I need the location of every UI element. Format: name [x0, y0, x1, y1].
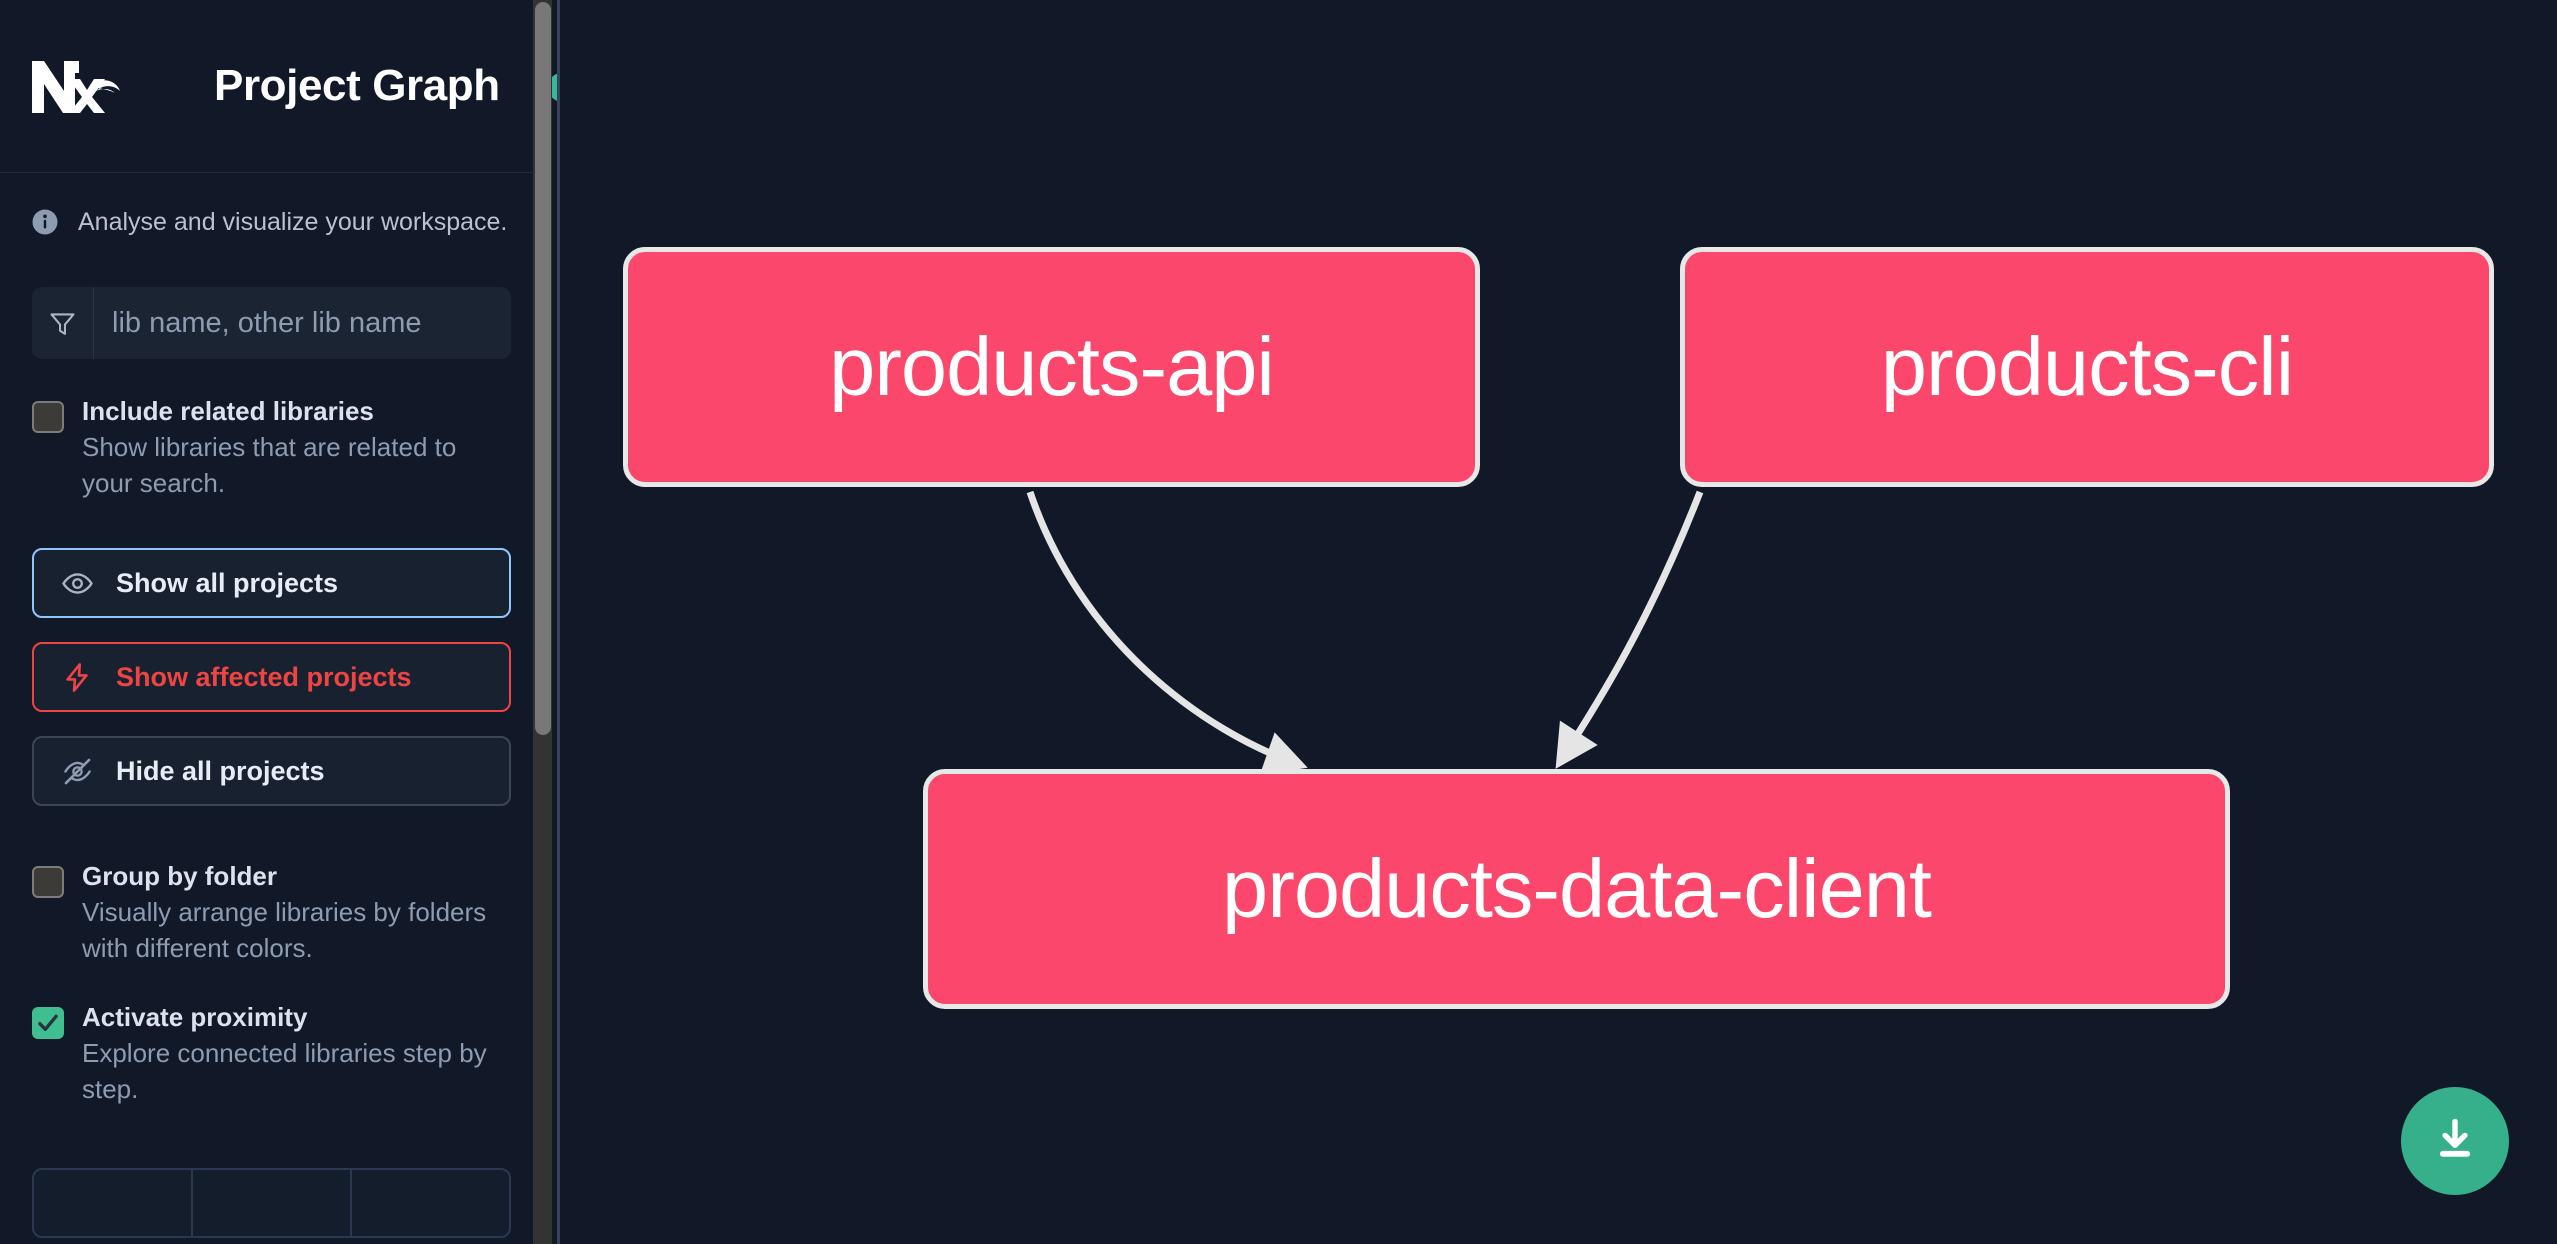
sidebar: Project Graph Analyse and visualize yo — [0, 0, 560, 1244]
download-graph-button[interactable] — [2401, 1087, 2509, 1195]
download-icon — [2428, 1112, 2482, 1171]
filter-input-wrapper[interactable] — [32, 287, 511, 359]
graph-node-products-data-client[interactable]: products-data-client — [923, 769, 2230, 1009]
graph-node-products-cli[interactable]: products-cli — [1680, 247, 2494, 487]
sidebar-scroll-region[interactable]: Project Graph Analyse and visualize yo — [0, 0, 560, 1244]
nx-logo-icon — [30, 55, 122, 117]
workspace-info: Analyse and visualize your workspace. — [0, 173, 545, 237]
info-circle-icon — [30, 207, 60, 237]
edge-products-cli-to-data-client[interactable] — [1555, 490, 1704, 769]
checkbox-label-include-related-libraries: Include related libraries — [82, 396, 374, 426]
sidebar-header: Project Graph — [0, 0, 560, 173]
checkbox-activate-proximity[interactable] — [32, 1007, 64, 1040]
graph-node-label: products-api — [829, 320, 1275, 413]
graph-canvas[interactable]: products-api products-cli products-data-… — [560, 0, 2557, 1244]
show-affected-projects-label: Show affected projects — [116, 661, 412, 692]
checkbox-include-related-libraries[interactable] — [32, 401, 64, 433]
checkbox-row-activate-proximity[interactable]: Activate proximity Explore connected lib… — [0, 1001, 545, 1108]
graph-node-products-api[interactable]: products-api — [623, 247, 1480, 487]
workspace-info-text: Analyse and visualize your workspace. — [78, 207, 508, 236]
checkbox-label-group-by-folder: Group by folder — [82, 861, 277, 892]
segment-1[interactable] — [34, 1170, 193, 1237]
checkbox-row-include-related-libraries[interactable]: Include related libraries Show libraries… — [0, 395, 545, 502]
eye-icon — [60, 566, 94, 600]
edge-products-api-to-data-client[interactable] — [1026, 490, 1308, 775]
segment-3[interactable] — [352, 1170, 509, 1236]
sidebar-scrollbar-thumb[interactable] — [535, 2, 551, 735]
checkbox-group-by-folder[interactable] — [32, 866, 64, 899]
lightning-bolt-icon — [60, 660, 94, 694]
show-all-projects-label: Show all projects — [116, 567, 339, 598]
search-input[interactable] — [94, 287, 511, 359]
sidebar-divider — [557, 0, 560, 1244]
eye-off-icon — [60, 754, 94, 788]
page-title: Project Graph — [214, 61, 500, 110]
funnel-icon — [32, 287, 94, 359]
hide-all-projects-button[interactable]: Hide all projects — [32, 736, 511, 807]
hide-all-projects-label: Hide all projects — [116, 755, 325, 786]
checkbox-desc-group-by-folder: Visually arrange libraries by folders wi… — [82, 897, 487, 964]
checkbox-desc-include-related-libraries: Show libraries that are related to your … — [82, 432, 457, 499]
graph-node-label: products-cli — [1880, 320, 2294, 413]
show-all-projects-button[interactable]: Show all projects — [32, 548, 511, 619]
project-visibility-buttons: Show all projects Show affected projects — [32, 548, 511, 807]
show-affected-projects-button[interactable]: Show affected projects — [32, 642, 511, 713]
proximity-segmented-control[interactable] — [32, 1168, 511, 1239]
graph-edges — [1026, 490, 1704, 775]
checkbox-row-group-by-folder[interactable]: Group by folder Visually arrange librari… — [0, 860, 545, 967]
segment-2[interactable] — [193, 1170, 352, 1237]
proximity-segmented-control-wrapper — [32, 1168, 511, 1239]
graph-node-label: products-data-client — [1222, 842, 1932, 935]
checkbox-desc-activate-proximity: Explore connected libraries step by step… — [82, 1038, 487, 1105]
checkbox-label-activate-proximity: Activate proximity — [82, 1002, 308, 1033]
